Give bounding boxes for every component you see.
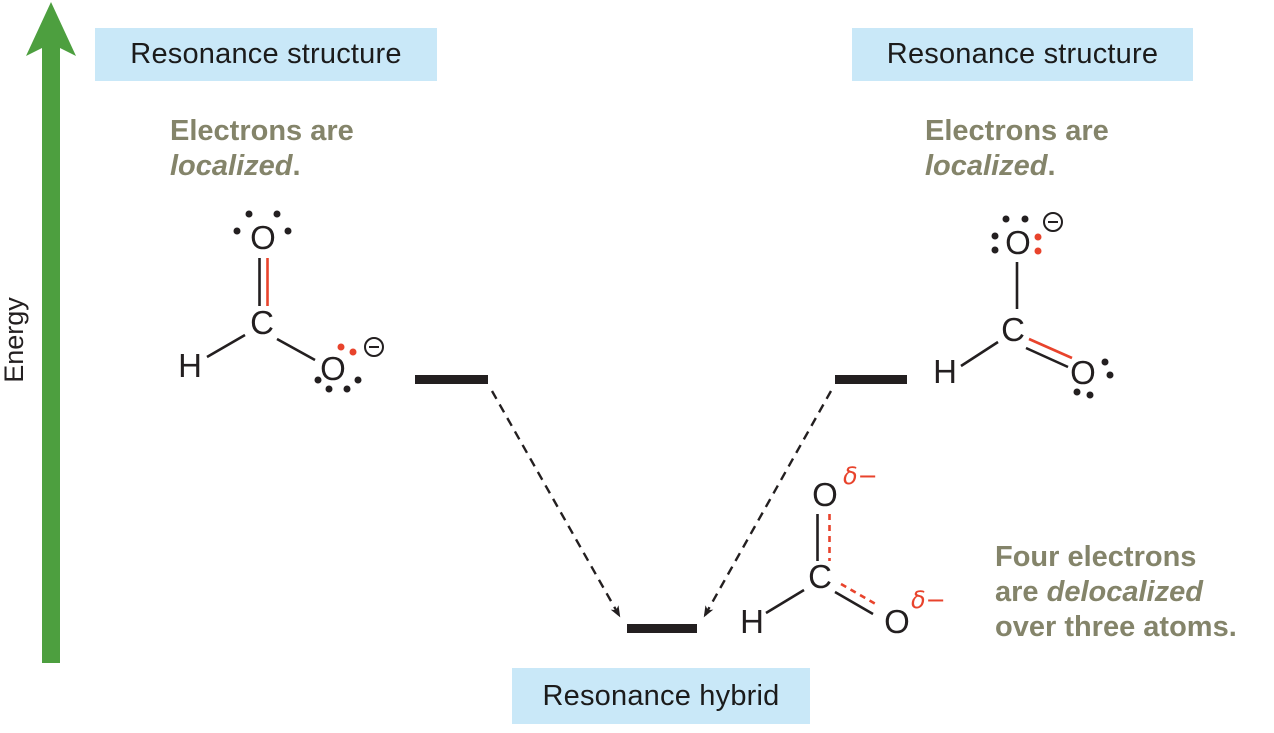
right-resonance-structure: H C O O [933,212,1114,399]
minus-charge-icon [364,337,384,357]
atom-O-bottom: O [1070,354,1096,391]
partial-charge-top: δ− [843,462,878,490]
resonance-structure-label-left: Resonance structure [95,28,437,81]
caption-suffix: . [1047,150,1056,182]
bond-C-O-bottom-partial [840,582,880,608]
energy-level-left [415,375,488,384]
atom-C: C [250,304,274,341]
caption-right-localized: Electrons are localized. [925,114,1109,184]
atom-H: H [933,353,957,390]
bond-C-O-bottom-solid [834,590,874,616]
atom-O-top: O [250,219,276,256]
bond-C-O-double-red [1028,337,1073,360]
atom-C: C [808,558,832,595]
caption-line2-prefix: are [995,576,1047,608]
energy-axis-label: Energy [0,297,29,383]
resonance-hybrid-label: Resonance hybrid [512,668,810,724]
bond-H-C [960,340,999,368]
left-resonance-structure: H C O O [178,210,384,393]
lone-pair-dots-O-top [233,210,292,235]
energy-level-hybrid [627,624,697,633]
atom-O-bottom: O [884,603,910,640]
atom-H: H [740,603,764,640]
energy-level-right [835,375,907,384]
caption-hybrid-delocalized: Four electrons are delocalized over thre… [995,540,1237,645]
caption-line2-italic: delocalized [1046,576,1203,608]
bond-C-O-double-black [1025,346,1069,369]
caption-left-localized: Electrons are localized. [170,114,354,184]
bond-H-C [206,333,246,359]
atom-O-right: O [320,350,346,387]
lone-pair-dots-O-right [314,376,362,393]
bond-H-C [765,588,805,615]
lone-pair-dots-O-bottom [1073,358,1114,399]
dashed-arrow-left [490,390,622,618]
caption-italic-word: localized [925,150,1048,182]
resonance-hybrid-structure: H C O O δ− δ− [740,462,946,640]
energy-axis-arrow-icon [26,2,76,663]
atom-O-top: O [812,476,838,513]
resonance-structure-label-right: Resonance structure [852,28,1193,81]
caption-suffix: . [292,150,301,182]
lone-pair-dots-O-top [991,215,1029,254]
minus-charge-icon [1043,212,1063,232]
lone-pair-dots-O-top-red [1034,233,1042,255]
dashed-arrow-right [702,390,833,618]
caption-italic-word: localized [170,150,293,182]
atom-C: C [1001,311,1025,348]
lone-pair-dots-O-right-red [337,343,357,356]
partial-charge-bottom: δ− [911,586,946,614]
bond-C-O-single [276,337,316,362]
caption-line1: Four electrons [995,541,1197,573]
atom-H: H [178,347,202,384]
caption-line3: over three atoms. [995,611,1237,643]
caption-line1: Electrons are [170,115,354,147]
caption-line1: Electrons are [925,115,1109,147]
atom-O-top: O [1005,224,1031,261]
